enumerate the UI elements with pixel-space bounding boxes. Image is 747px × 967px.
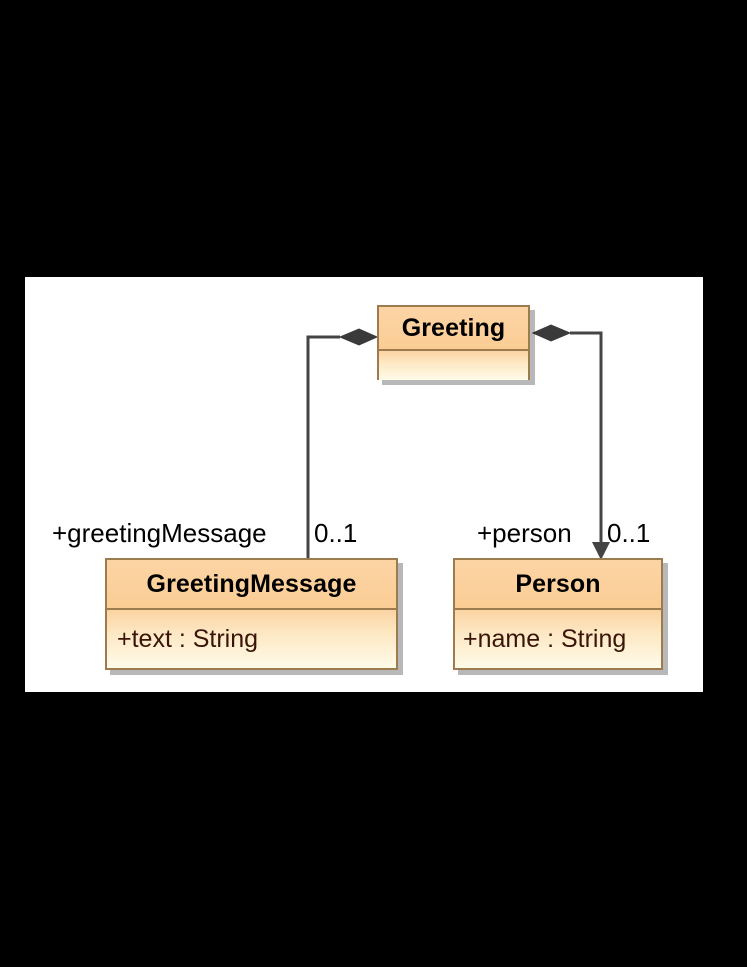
class-attributes-greeting <box>379 351 528 380</box>
attribute-text: +text : String <box>117 624 259 653</box>
connector-line-person <box>570 331 603 549</box>
attribute-name: +name : String <box>463 624 627 653</box>
class-attributes-greetingmessage: +text : String <box>107 610 396 668</box>
composition-diamond-person <box>531 324 572 342</box>
association-role-person: +person <box>477 518 572 548</box>
composition-diamond-greetingmessage <box>338 328 379 346</box>
association-greeting-greetingmessage <box>306 328 379 558</box>
diagram-canvas: Greeting GreetingMessage +text : String … <box>25 277 703 692</box>
association-greeting-person <box>531 324 610 560</box>
class-name-greeting: Greeting <box>379 307 528 351</box>
class-name-greetingmessage: GreetingMessage <box>107 560 396 610</box>
association-role-greetingmessage: +greetingMessage <box>52 518 267 548</box>
association-multiplicity-person: 0..1 <box>607 518 651 548</box>
class-box-greetingmessage[interactable]: GreetingMessage +text : String <box>105 558 398 670</box>
class-name-person: Person <box>455 560 661 610</box>
connector-line-greetingmessage <box>306 335 340 558</box>
association-multiplicity-greetingmessage: 0..1 <box>314 518 358 548</box>
arrowhead-person <box>592 542 610 560</box>
connector-layer <box>306 324 610 560</box>
class-box-greeting[interactable]: Greeting <box>377 305 530 380</box>
class-box-person[interactable]: Person +name : String <box>453 558 663 670</box>
class-attributes-person: +name : String <box>455 610 661 668</box>
